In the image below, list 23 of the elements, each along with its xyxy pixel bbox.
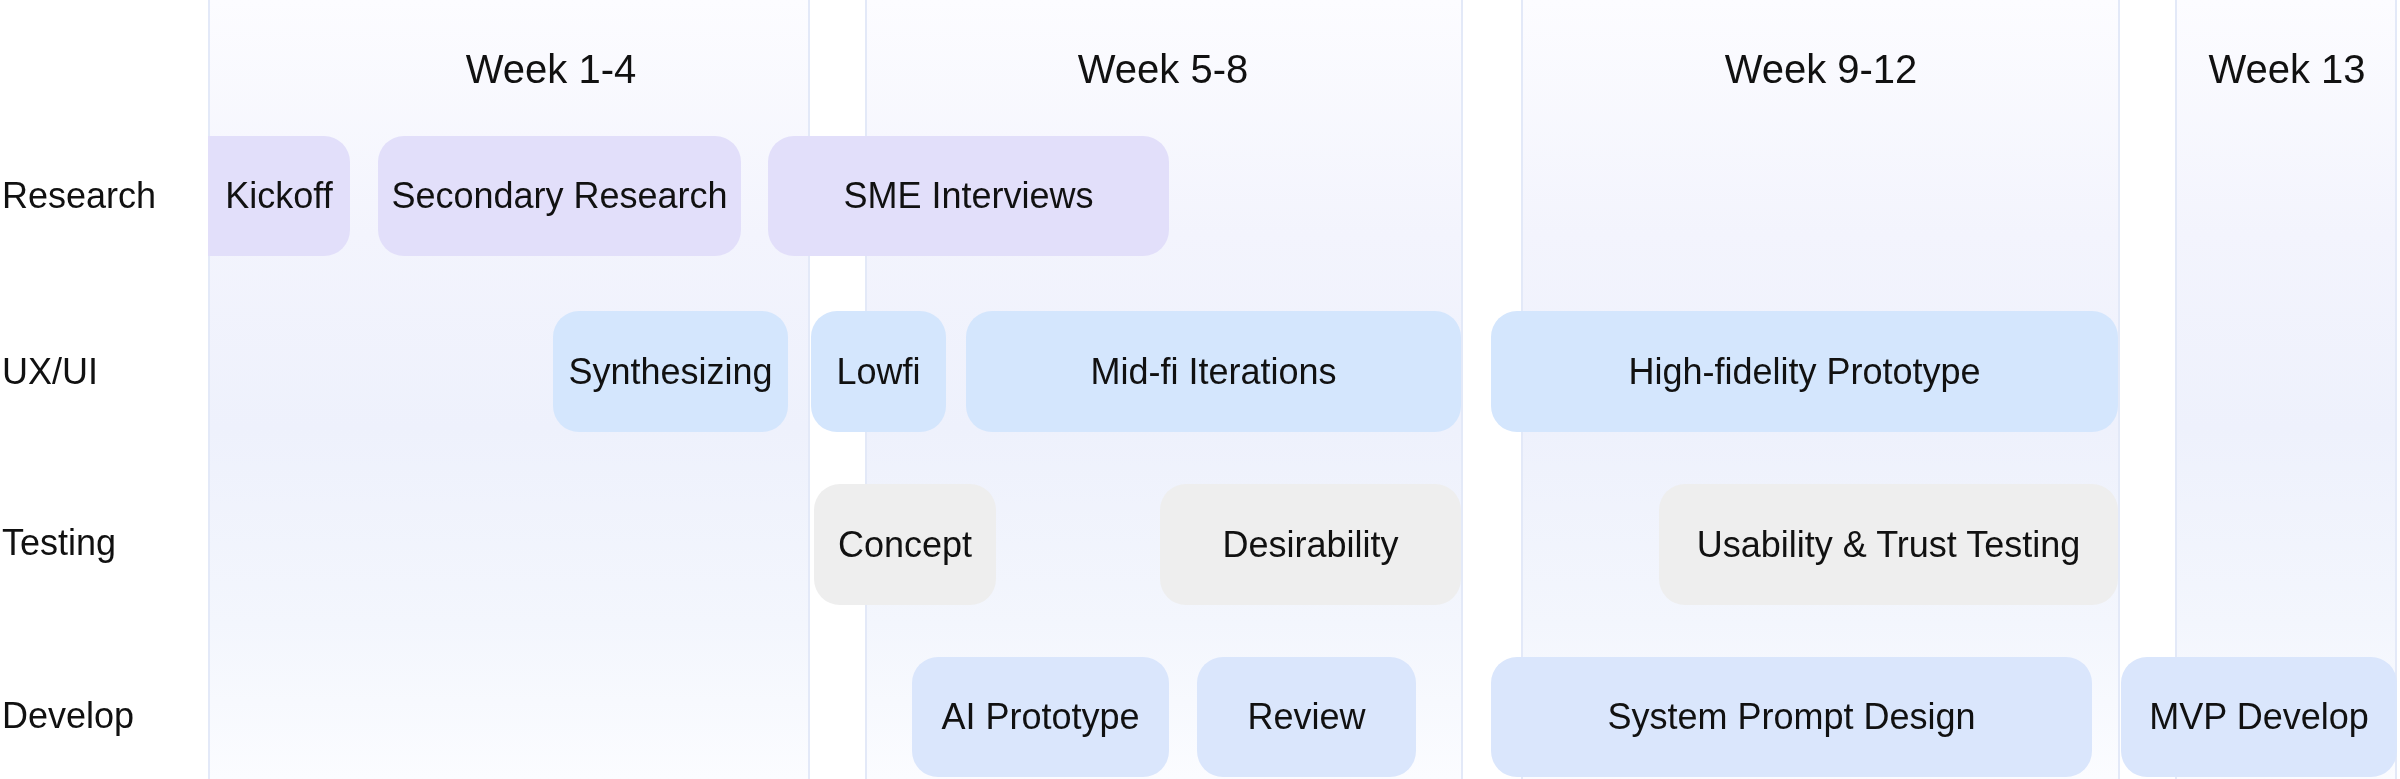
task-bar: Review bbox=[1197, 657, 1416, 777]
week-column bbox=[208, 0, 810, 779]
task-bar: MVP Develop bbox=[2121, 657, 2397, 777]
task-bar: Mid-fi Iterations bbox=[966, 311, 1461, 432]
task-bar: Usability & Trust Testing bbox=[1659, 484, 2118, 605]
week-heading: Week 9-12 bbox=[1724, 46, 1918, 92]
week-heading: Week 1-4 bbox=[465, 46, 637, 92]
task-bar: SME Interviews bbox=[768, 136, 1169, 256]
row-label: UX/UI bbox=[2, 351, 98, 393]
task-bar: AI Prototype bbox=[912, 657, 1169, 777]
week-heading: Week 13 bbox=[2208, 46, 2366, 92]
task-bar: Concept bbox=[814, 484, 996, 605]
task-bar: Desirability bbox=[1160, 484, 1461, 605]
week-heading: Week 5-8 bbox=[1077, 46, 1249, 92]
row-label: Develop bbox=[2, 695, 135, 737]
task-bar: System Prompt Design bbox=[1491, 657, 2092, 777]
task-bar: Synthesizing bbox=[553, 311, 788, 432]
row-label: Testing bbox=[2, 522, 117, 564]
task-bar: Lowfi bbox=[811, 311, 946, 432]
row-label: Research bbox=[2, 175, 157, 217]
task-bar: High-fidelity Prototype bbox=[1491, 311, 2118, 432]
task-bar: Kickoff bbox=[208, 136, 350, 256]
task-bar: Secondary Research bbox=[378, 136, 741, 256]
